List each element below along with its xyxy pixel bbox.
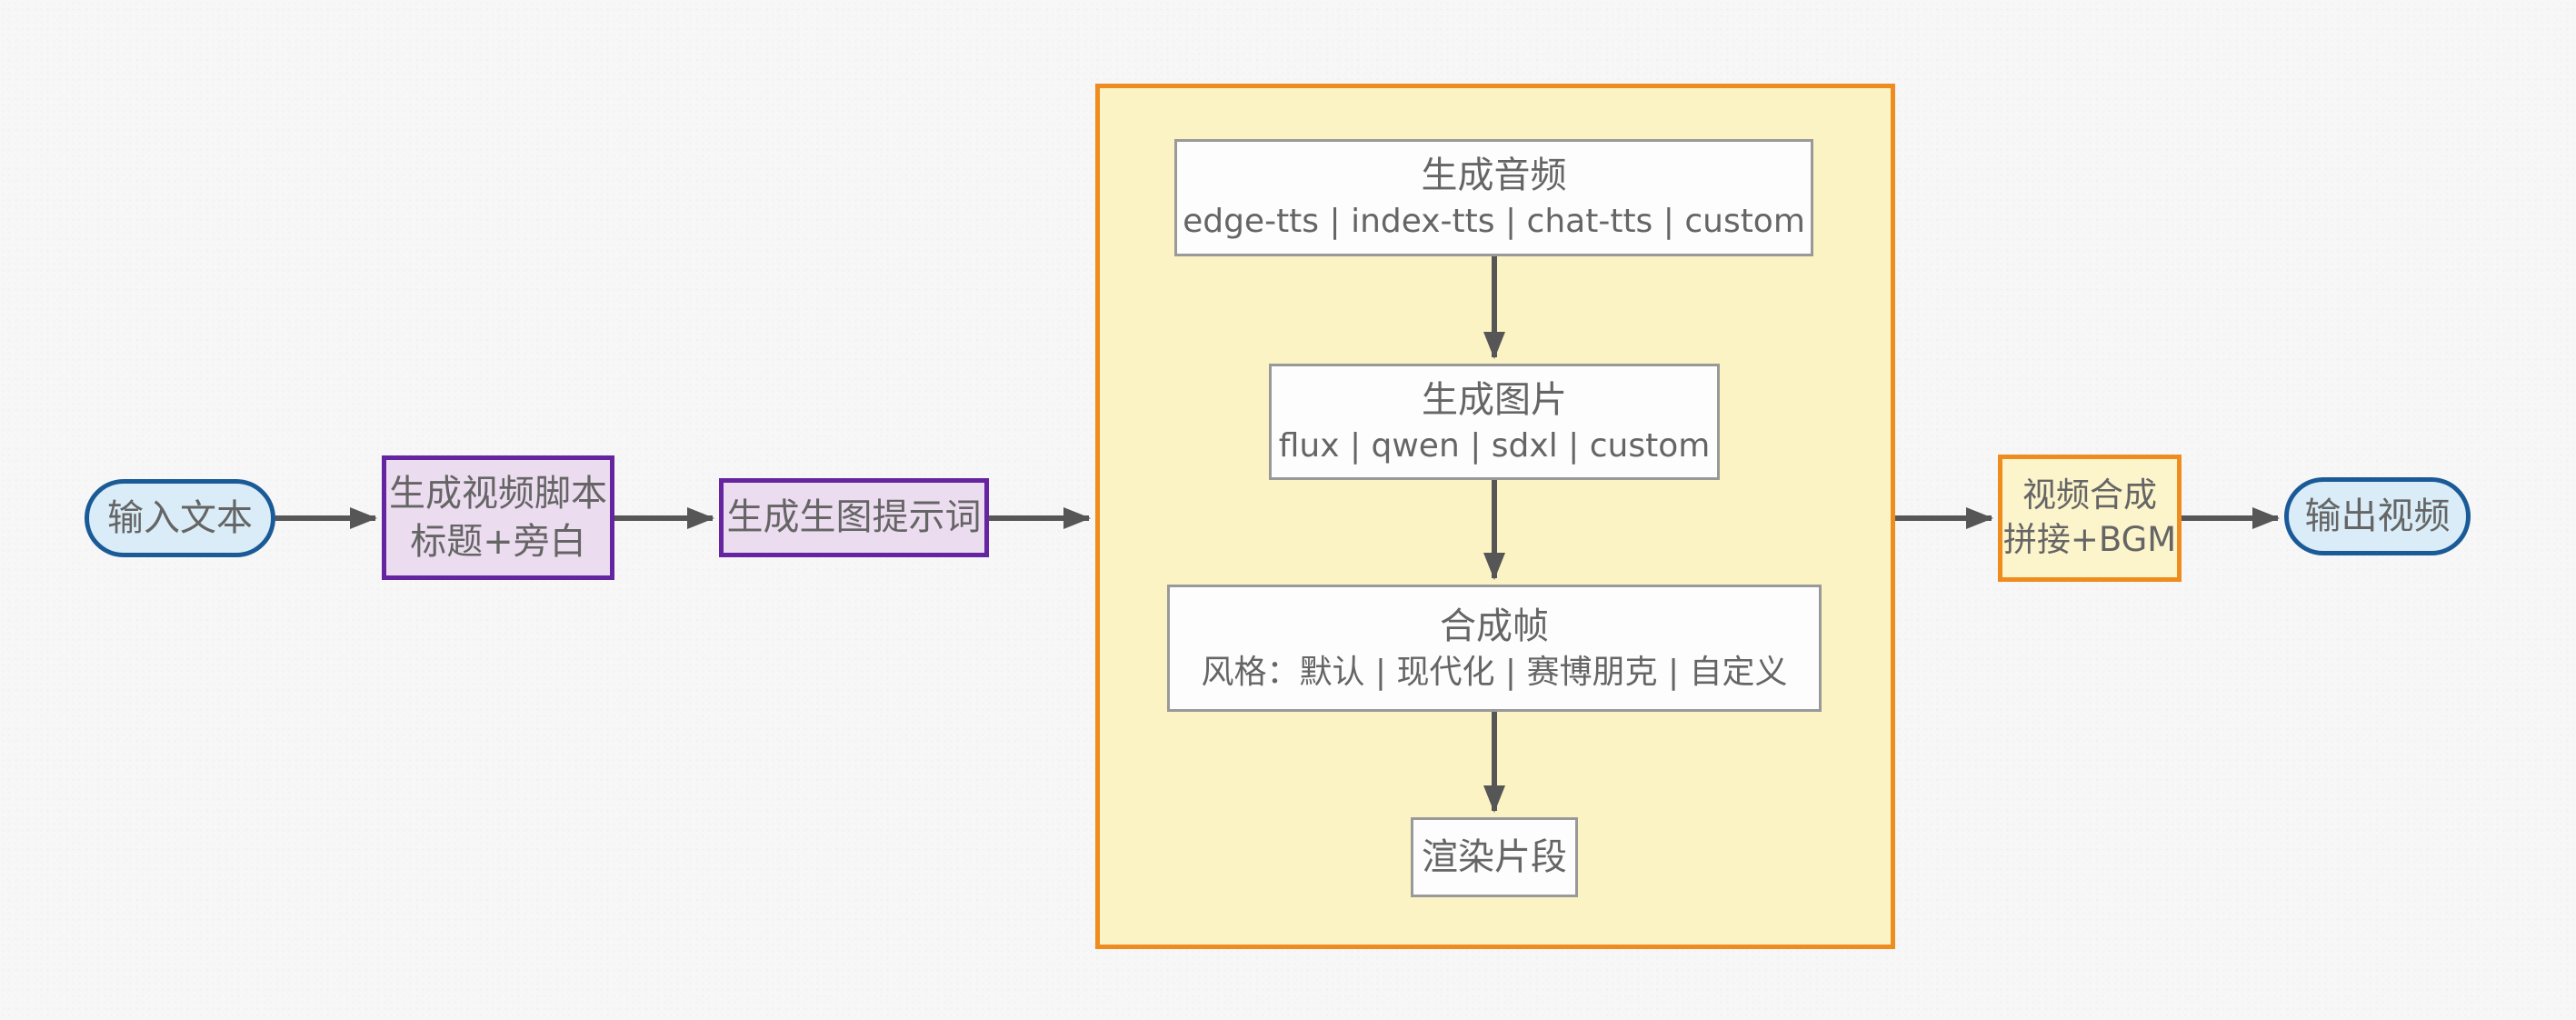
node-generate-audio-title: 生成音频 (1421, 155, 1567, 197)
node-generate-image-prompt: 生成生图提示词 (719, 478, 989, 557)
node-generate-image-title: 生成图片 (1422, 378, 1567, 421)
node-generate-script: 生成视频脚本 标题+旁白 (382, 455, 614, 580)
node-generate-audio-options: edge-tts | index-tts | chat-tts | custom (1183, 203, 1805, 241)
node-generate-script-line1: 生成视频脚本 (389, 472, 607, 515)
node-input-text-label: 输入文本 (107, 496, 253, 539)
node-compose-frames-options: 风格：默认 | 现代化 | 赛博朋克 | 自定义 (1201, 653, 1788, 691)
node-output-video-label: 输出视频 (2304, 495, 2451, 537)
node-video-compose-line2: 拼接+BGM (2002, 520, 2177, 559)
node-generate-script-line2: 标题+旁白 (410, 520, 586, 563)
node-input-text: 输入文本 (85, 479, 275, 557)
node-compose-frames-title: 合成帧 (1440, 605, 1549, 647)
node-generate-image-prompt-label: 生成生图提示词 (726, 496, 982, 539)
node-generate-image-options: flux | qwen | sdxl | custom (1278, 426, 1711, 465)
node-render-segments-label: 渲染片段 (1422, 835, 1567, 878)
node-output-video: 输出视频 (2284, 477, 2471, 555)
node-compose-frames: 合成帧 风格：默认 | 现代化 | 赛博朋克 | 自定义 (1167, 585, 1822, 712)
node-generate-image: 生成图片 flux | qwen | sdxl | custom (1269, 364, 1720, 480)
node-video-compose-line1: 视频合成 (2022, 475, 2157, 515)
node-render-segments: 渲染片段 (1411, 817, 1578, 897)
node-generate-audio: 生成音频 edge-tts | index-tts | chat-tts | c… (1174, 139, 1813, 256)
node-video-compose: 视频合成 拼接+BGM (1998, 455, 2182, 582)
